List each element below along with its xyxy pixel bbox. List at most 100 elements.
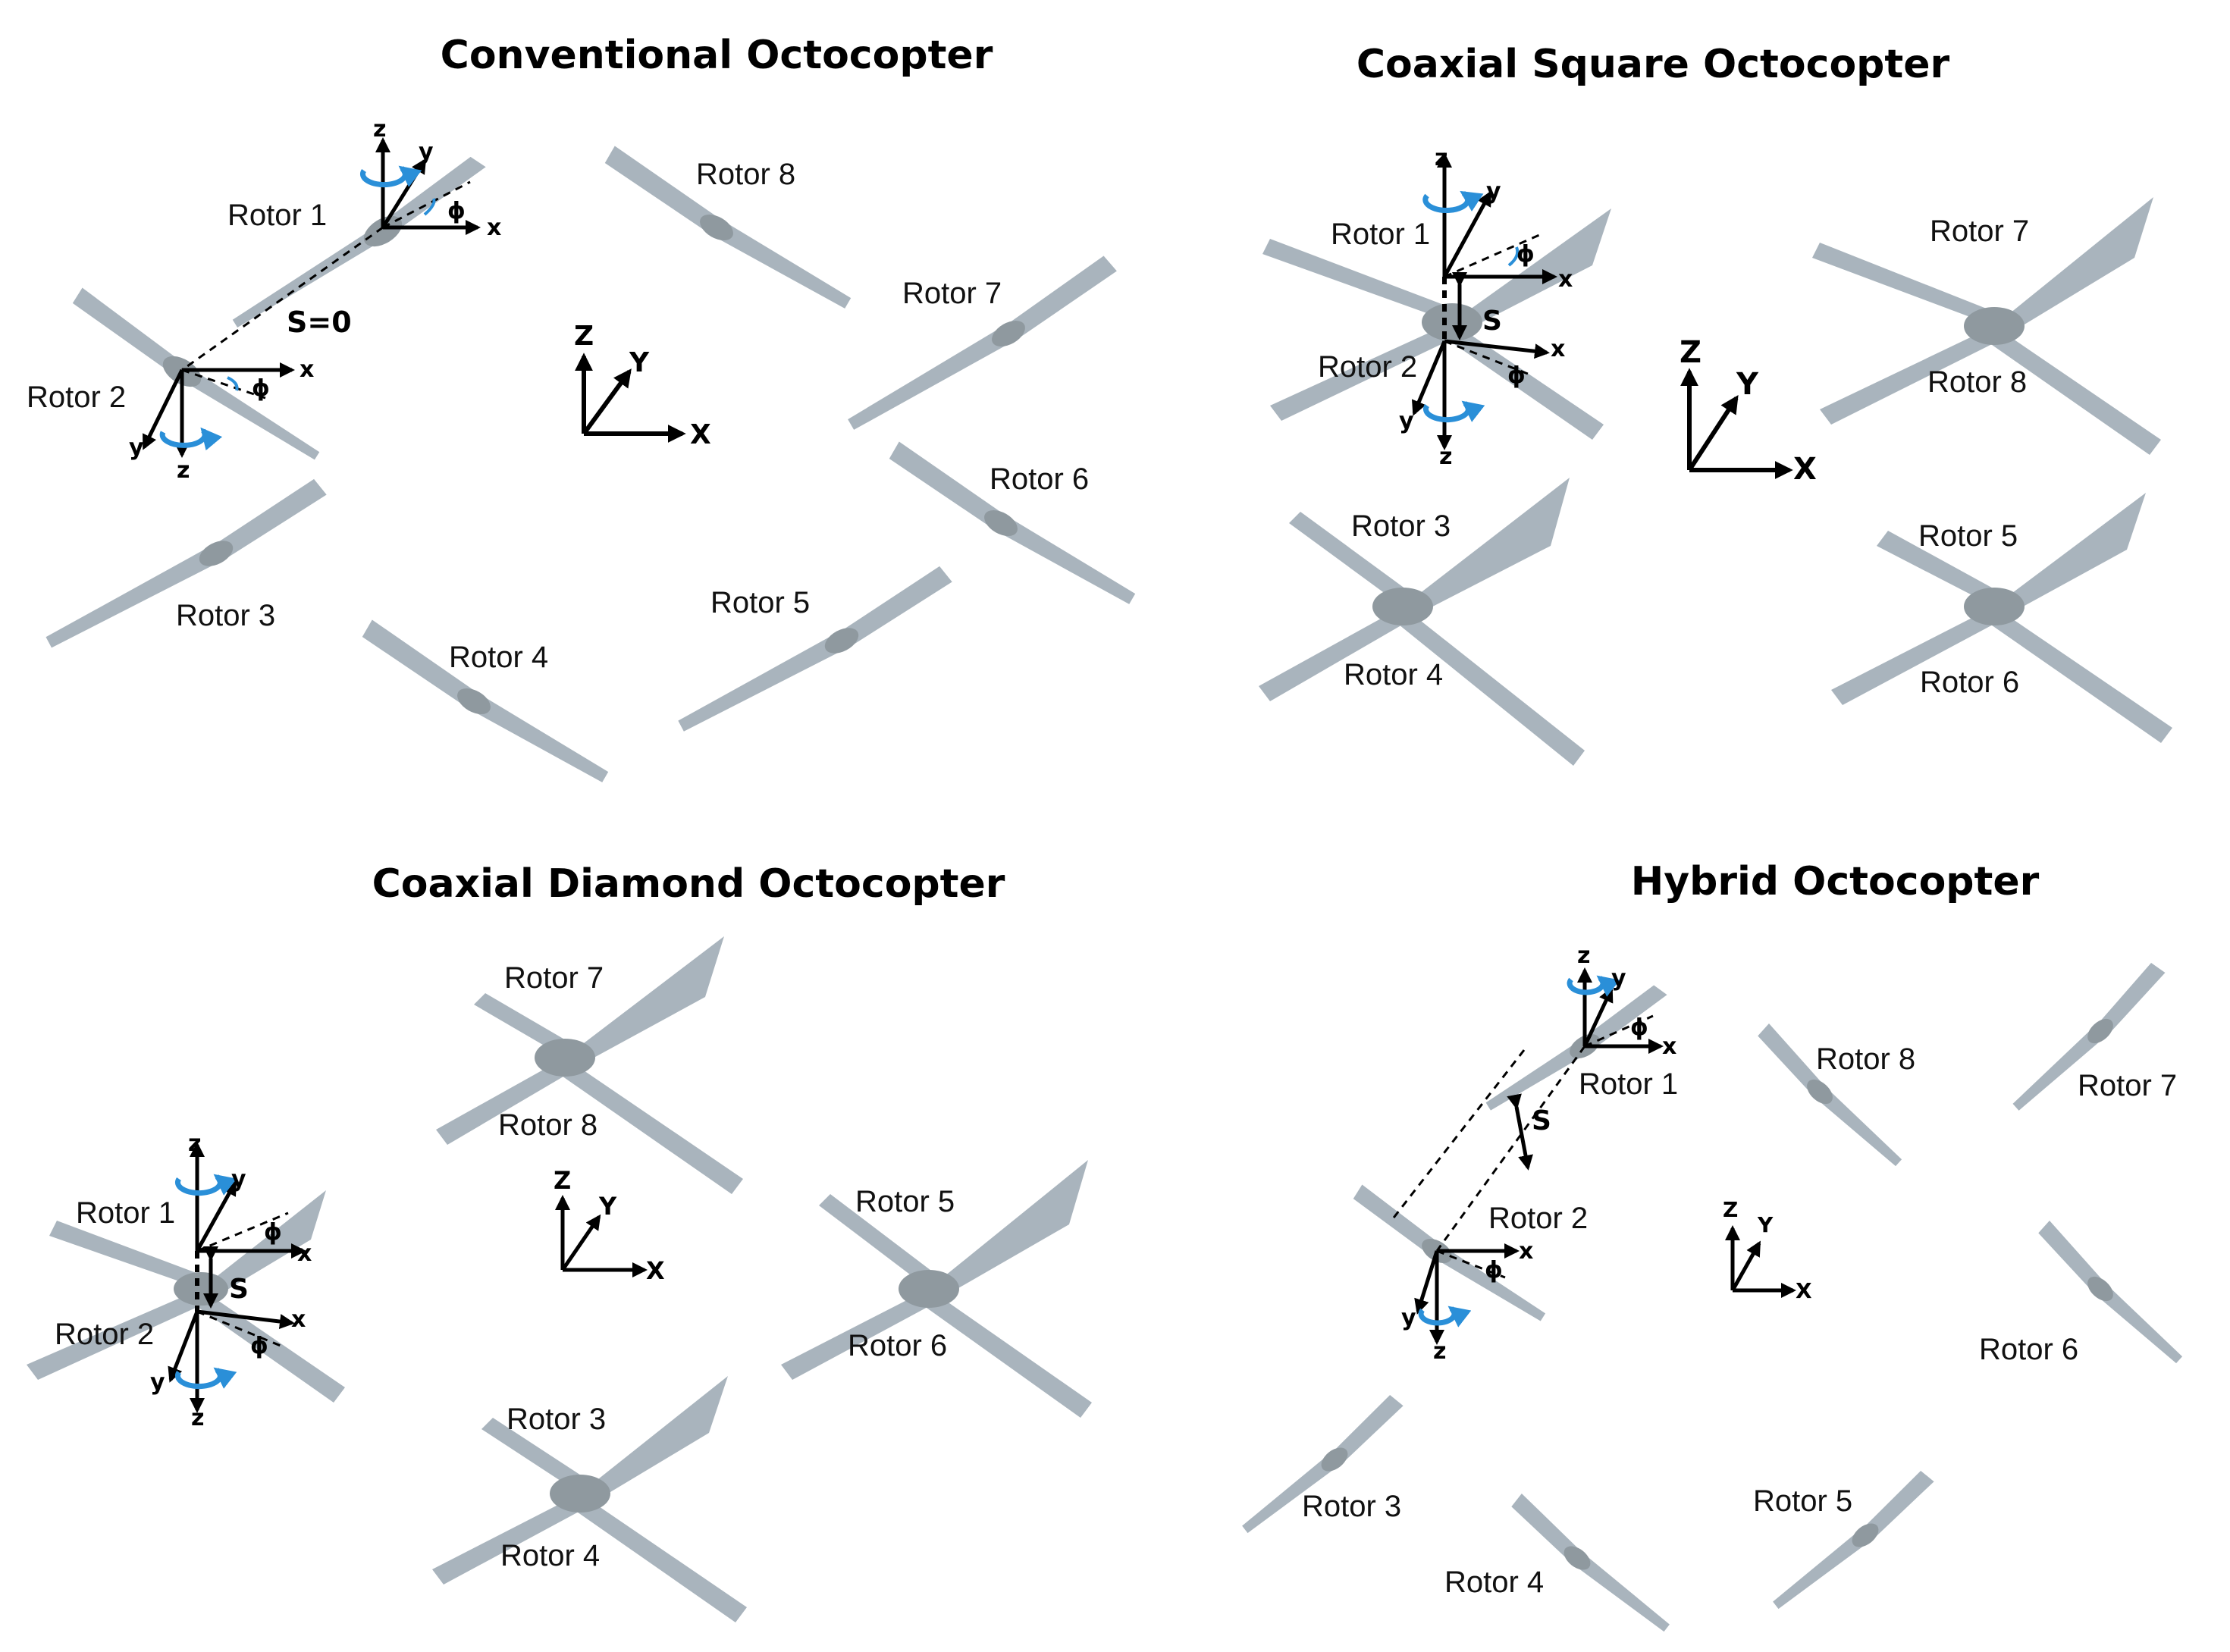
svg-text:z: z [1577,942,1590,969]
svg-text:x: x [300,356,314,383]
svg-text:Z: Z [1680,335,1702,370]
svg-text:Z: Z [554,1166,571,1195]
svg-text:ϕ: ϕ [250,1333,268,1359]
svg-text:X: X [1796,1278,1812,1303]
svg-text:Y: Y [1736,367,1759,402]
rotor-3-prop [45,478,327,648]
rotor-1-prop [1485,985,1667,1111]
global-axes-coaxial-diamond: Z Y X [554,1166,665,1285]
svg-text:ϕ: ϕ [252,375,270,402]
rotor-2-local-axes: y z x ϕ [1401,1238,1533,1365]
svg-text:Y: Y [1757,1212,1774,1237]
spacing-label: S [1532,1105,1551,1136]
panel-hybrid: S z y x ϕ y z x ϕ Z Y [1242,942,2183,1632]
panel-title-coaxial-square: Coaxial Square Octocopter [1357,42,1950,87]
svg-text:X: X [690,419,711,450]
panel-title-conventional: Conventional Octocopter [441,33,993,78]
svg-text:y: y [129,434,144,461]
coaxial-pair-5-6 [781,1160,1092,1418]
rotor-2-prop [1353,1184,1546,1321]
coaxial-pair-7-8 [436,936,743,1194]
svg-text:y: y [1611,965,1626,992]
rotor-label: Rotor 3 [1302,1490,1401,1523]
coaxial-pair-5-6 [1831,493,2172,743]
rotor-label: Rotor 2 [1318,350,1417,384]
spacing-label: S=0 [287,306,352,339]
coaxial-pair-7-8 [1812,197,2161,455]
coaxial-pair-3-4 [432,1376,747,1622]
coaxial-pair-1-2 [1262,208,1611,440]
svg-text:z: z [188,1130,201,1157]
svg-text:y: y [150,1369,165,1396]
rotor-4-prop [362,619,609,782]
global-axes-hybrid: Z Y X [1723,1197,1812,1303]
panel-conventional: S=0 z y x ϕ y z x ϕ [27,116,1136,782]
rotor-label: Rotor 6 [1979,1333,2078,1366]
rotor-label: Rotor 1 [1579,1067,1678,1101]
rotor-label: Rotor 7 [902,277,1002,310]
rotor-label: Rotor 8 [1816,1042,1915,1076]
svg-text:X: X [646,1256,665,1285]
svg-text:ϕ: ϕ [447,198,466,224]
svg-text:Y: Y [629,347,650,378]
svg-text:y: y [1399,408,1414,434]
rotor-label: Rotor 5 [710,586,810,619]
spacing-label: S [1482,306,1502,337]
rotor-label: Rotor 8 [696,158,795,191]
spacing-line [181,226,384,371]
panel-coaxial-diamond: z y x ϕ S y z x ϕ Z Y X Rotor 1 Rot [27,936,1092,1622]
rotor-label: Rotor 8 [1927,365,2027,399]
rotor-8-prop [604,146,852,309]
rotor-label: Rotor 2 [55,1318,154,1351]
svg-text:y: y [1401,1305,1416,1331]
rotor-label: Rotor 6 [990,462,1089,496]
rotor-6-prop [2038,1221,2183,1364]
rotor-2-local-axes: y z x ϕ [1399,336,1565,470]
rotor-label: Rotor 6 [1920,666,2019,699]
rotor-7-prop [848,255,1117,430]
svg-text:x: x [1662,1033,1676,1060]
svg-text:z: z [1433,1338,1446,1365]
rotor-label: Rotor 3 [507,1403,606,1436]
rotor-label: Rotor 1 [76,1196,175,1230]
rotor-label: Rotor 3 [1351,509,1451,543]
rotor-label: Rotor 5 [855,1185,955,1218]
svg-text:Y: Y [598,1192,617,1221]
rotor-5-prop [678,566,952,732]
coaxial-pair-1-2 [27,1190,345,1403]
rotor-1-local-axes: z y x ϕ [1567,942,1676,1060]
rotor-6-prop [889,441,1136,604]
svg-text:z: z [1439,444,1452,470]
svg-text:z: z [177,457,190,484]
spacing-label: S [229,1274,249,1305]
rotor-label: Rotor 2 [1488,1202,1588,1235]
panel-coaxial-square: z y x ϕ S y z x ϕ Z Y X [1259,145,2172,766]
rotor-label: Rotor 1 [227,199,327,232]
rotor-label: Rotor 3 [176,599,275,632]
svg-text:ϕ: ϕ [1485,1257,1503,1284]
svg-text:ϕ: ϕ [1507,362,1526,389]
svg-text:z: z [1435,145,1447,171]
rotor-label: Rotor 4 [449,641,548,674]
rotor-label: Rotor 5 [1918,519,2018,553]
rotor-5-prop [1773,1470,1934,1610]
coaxial-pair-3-4 [1259,478,1585,766]
svg-text:X: X [1793,452,1817,487]
rotor-label: Rotor 2 [27,381,126,414]
rotor-label: Rotor 5 [1753,1484,1852,1518]
svg-text:z: z [191,1405,204,1431]
svg-text:x: x [1558,266,1573,293]
rotor-label: Rotor 7 [2078,1069,2177,1102]
rotor-label: Rotor 1 [1331,218,1430,251]
rotor-label: Rotor 6 [848,1329,947,1362]
rotor-4-prop [1511,1493,1670,1632]
svg-text:x: x [1551,336,1565,362]
svg-text:Z: Z [1723,1197,1738,1222]
svg-text:y: y [1486,178,1501,205]
global-axes-coaxial-square: Z Y X [1680,335,1817,487]
rotor-label: Rotor 4 [500,1539,600,1572]
rotor-label: Rotor 8 [498,1108,597,1142]
spacing-line [1390,1049,1526,1221]
svg-text:x: x [1519,1238,1533,1265]
